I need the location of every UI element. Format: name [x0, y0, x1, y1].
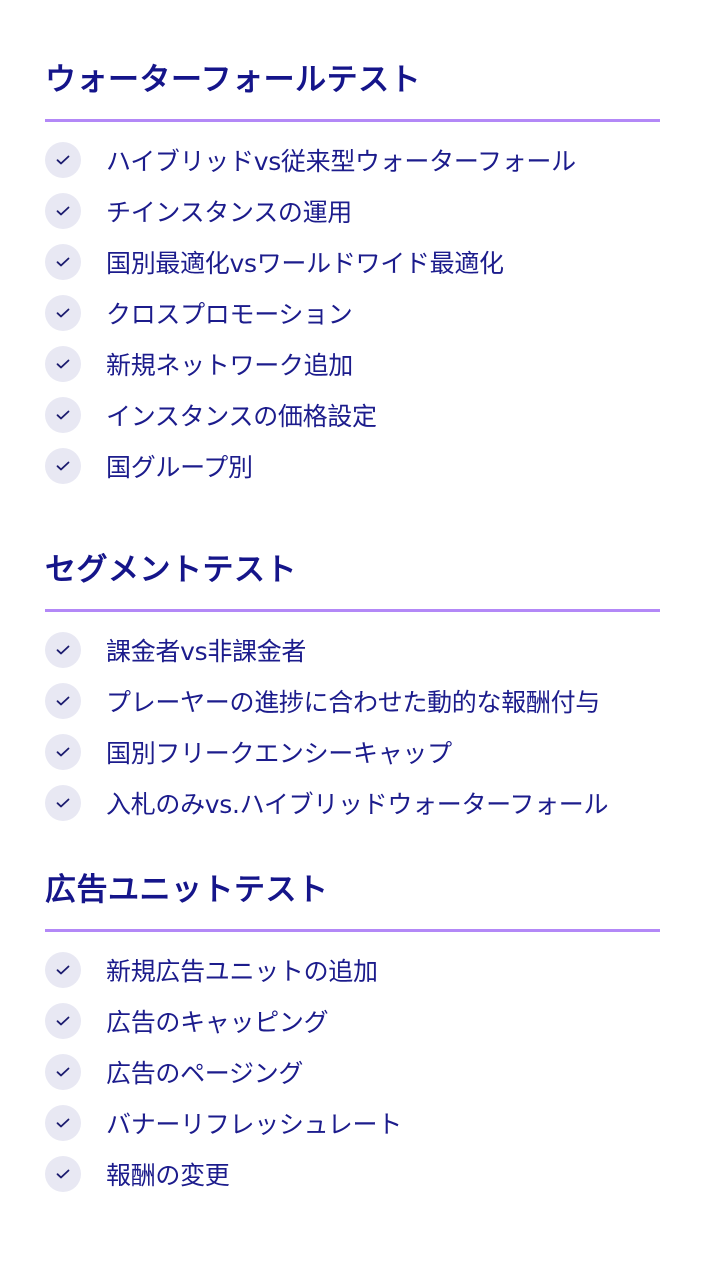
list-item-label: 国グループ別: [106, 452, 253, 482]
list-item: 入札のみvs.ハイブリッドウォーターフォール: [45, 777, 660, 828]
check-icon: [45, 141, 81, 178]
list-item-label: プレーヤーの進捗に合わせた動的な報酬付与: [106, 687, 601, 717]
check-icon: [45, 447, 81, 484]
check-icon: [45, 1053, 81, 1090]
section-heading: ウォーターフォールテスト: [45, 62, 422, 98]
list-item-label: 課金者vs非課金者: [106, 636, 307, 666]
list-item: 新規広告ユニットの追加: [45, 944, 660, 995]
list-item-label: クロスプロモーション: [106, 299, 353, 329]
check-icon: [45, 192, 81, 229]
check-icon: [45, 1155, 81, 1192]
list-item-label: 報酬の変更: [106, 1160, 230, 1190]
check-icon: [45, 951, 81, 988]
section-heading: セグメントテスト: [45, 552, 297, 588]
section-divider: [45, 609, 660, 612]
list-item-label: 国別フリークエンシーキャップ: [106, 738, 452, 768]
check-icon: [45, 396, 81, 433]
list-item: ハイブリッドvs従来型ウォーターフォール: [45, 134, 660, 185]
list-item: 広告のページング: [45, 1046, 660, 1097]
list-item: 国別最適化vsワールドワイド最適化: [45, 236, 660, 287]
list-item: 国別フリークエンシーキャップ: [45, 726, 660, 777]
list-item: プレーヤーの進捗に合わせた動的な報酬付与: [45, 675, 660, 726]
check-icon: [45, 345, 81, 382]
list-item: 国グループ別: [45, 440, 660, 491]
section: 広告ユニットテスト 新規広告ユニットの追加 広告のキャッピング 広告のページング…: [45, 865, 660, 1199]
list-item-label: 国別最適化vsワールドワイド最適化: [106, 248, 504, 278]
check-icon: [45, 243, 81, 280]
list-item: 課金者vs非課金者: [45, 624, 660, 675]
list-item-label: 広告のページング: [106, 1058, 304, 1088]
check-icon: [45, 1002, 81, 1039]
list-item-label: 広告のキャッピング: [106, 1007, 329, 1037]
check-icon: [45, 784, 81, 821]
list-item-label: 入札のみvs.ハイブリッドウォーターフォール: [106, 789, 609, 819]
section-heading: 広告ユニットテスト: [45, 872, 329, 908]
section: セグメントテスト 課金者vs非課金者 プレーヤーの進捗に合わせた動的な報酬付与 …: [45, 545, 660, 828]
check-icon: [45, 682, 81, 719]
list-item: インスタンスの価格設定: [45, 389, 660, 440]
section-divider: [45, 119, 660, 122]
list-item: クロスプロモーション: [45, 287, 660, 338]
list-item-label: チインスタンスの運用: [106, 197, 353, 227]
list-item-label: ハイブリッドvs従来型ウォーターフォール: [106, 146, 576, 176]
check-icon: [45, 1104, 81, 1141]
check-icon: [45, 294, 81, 331]
list-item: 報酬の変更: [45, 1148, 660, 1199]
list-item: 広告のキャッピング: [45, 995, 660, 1046]
list-item-label: インスタンスの価格設定: [106, 401, 377, 431]
list-item: チインスタンスの運用: [45, 185, 660, 236]
check-icon: [45, 733, 81, 770]
list-item: バナーリフレッシュレート: [45, 1097, 660, 1148]
list-item: 新規ネットワーク追加: [45, 338, 660, 389]
check-icon: [45, 631, 81, 668]
section-divider: [45, 929, 660, 932]
section: ウォーターフォールテスト ハイブリッドvs従来型ウォーターフォール チインスタン…: [45, 55, 660, 491]
list-item-label: 新規ネットワーク追加: [106, 350, 354, 380]
list-item-label: バナーリフレッシュレート: [106, 1109, 402, 1139]
list-item-label: 新規広告ユニットの追加: [106, 956, 378, 986]
